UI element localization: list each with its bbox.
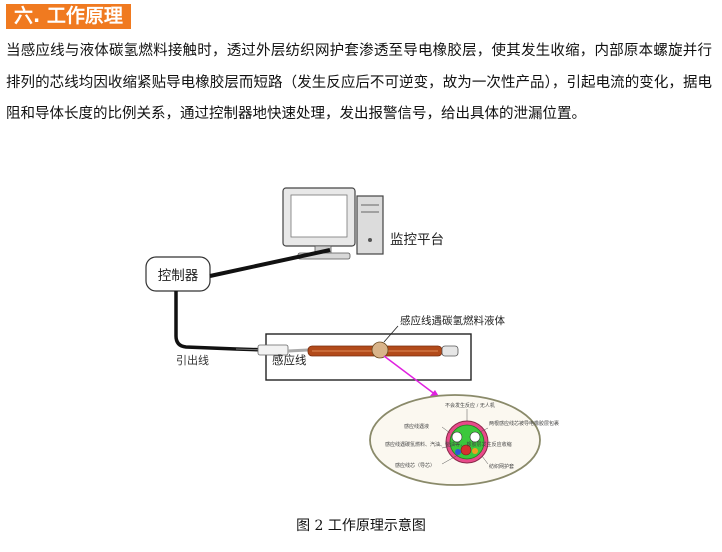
computer-tower-icon: [356, 195, 384, 255]
fuel-contact-label: 感应线遇碳氢燃料液体: [400, 314, 505, 327]
lead-wire-label: 引出线: [176, 353, 209, 367]
section-heading: 六. 工作原理: [6, 4, 131, 29]
control-cable: [209, 248, 331, 278]
monitor-label: 监控平台: [390, 232, 444, 248]
detail-left-top-label: 感应线遇液: [404, 423, 429, 430]
fuel-contact-spot: [371, 341, 389, 359]
sensing-cable-frame: [265, 333, 472, 381]
controller-label: 控制器: [158, 268, 199, 284]
lead-wire: [174, 291, 269, 352]
sensing-cable-label: 感应线: [272, 353, 307, 367]
detail-top-label: 不会发生反应 / 无人机: [445, 402, 495, 409]
detail-left-bottom-label: 感应线芯（导芯）: [395, 462, 435, 469]
body-paragraph: 当感应线与液体碳氢燃料接触时，透过外层纺织网护套渗透至导电橡胶层，使其发生收缩，…: [6, 43, 712, 122]
figure-caption: 图 2 工作原理示意图: [296, 518, 426, 534]
detail-right-bottom-label: 纺织网护套: [489, 463, 514, 470]
detail-left-mid-label: 感应线遇碳氢燃料、汽油、柴油等， 橡胶层发生反应收缩: [385, 441, 512, 448]
cross-section-detail: 不会发生反应 / 无人机 感应线遇液 感应线遇碳氢燃料、汽油、柴油等， 橡胶层发…: [369, 394, 559, 486]
detail-right-top-label: 两根感应线芯被导电橡胶层包裹: [489, 420, 559, 427]
controller-box: 控制器: [145, 256, 211, 292]
computer-monitor-icon: [282, 187, 356, 260]
